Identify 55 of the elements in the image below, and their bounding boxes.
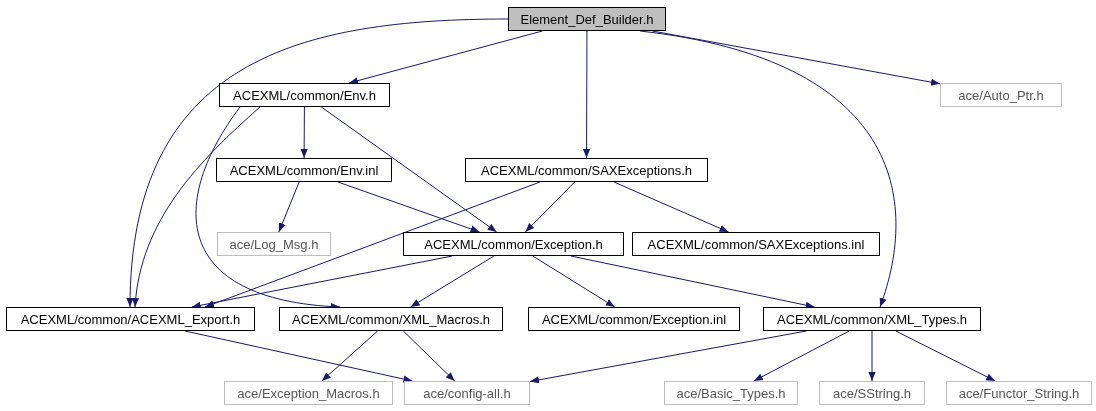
- include-arrow: [204, 181, 541, 308]
- include-arrow: [570, 255, 816, 309]
- file-box: [632, 232, 880, 256]
- file-name: ace/config-all.h: [423, 385, 511, 401]
- include-arrow: [321, 330, 379, 382]
- file-box: [403, 232, 624, 256]
- file-box: [819, 381, 925, 405]
- file-name: ACEXML/common/Env.inl: [229, 162, 379, 178]
- file-box: [940, 83, 1062, 107]
- file-box: [763, 307, 981, 331]
- include-arrow: [532, 255, 616, 308]
- file-name: ace/Functor_String.h: [958, 385, 1080, 401]
- file-box: [219, 83, 390, 107]
- file-name: Element_Def_Builder.h: [520, 11, 654, 27]
- file-name: ACEXML/common/ACEXML_Export.h: [20, 311, 241, 327]
- include-arrow: [753, 330, 850, 382]
- file-name: ace/SString.h: [832, 385, 911, 401]
- file-box: [528, 307, 740, 331]
- include-arrow: [402, 330, 456, 382]
- file-box: [404, 381, 530, 405]
- include-arrow: [300, 106, 308, 159]
- file-name: ace/Exception_Macros.h: [237, 385, 380, 401]
- include-arrow: [613, 181, 729, 233]
- file-box: [217, 232, 331, 256]
- file-name: ACEXML/common/XML_Macros.h: [292, 311, 490, 327]
- include-arrow: [278, 181, 300, 233]
- file-box: [216, 158, 392, 182]
- include-arrow: [126, 18, 509, 308]
- file-box: [465, 158, 708, 182]
- include-arrow: [348, 30, 543, 85]
- file-box: [224, 381, 393, 405]
- file-name: ACEXML/common/SAXExceptions.inl: [647, 236, 865, 252]
- file-box: [508, 7, 666, 31]
- include-arrow: [895, 330, 996, 382]
- file-name: ACEXML/common/Exception.inl: [541, 311, 727, 327]
- include-arrow: [868, 330, 876, 382]
- file-box: [946, 381, 1092, 405]
- file-name: ACEXML/common/Exception.h: [424, 236, 603, 252]
- include-arrow: [582, 30, 591, 159]
- include-arrow: [132, 106, 261, 308]
- include-arrow: [184, 330, 413, 383]
- file-name: ace/Log_Msg.h: [229, 236, 319, 252]
- file-box: [6, 307, 255, 331]
- include-arrow: [320, 106, 498, 233]
- include-arrow: [410, 255, 495, 308]
- file-name: ACEXML/common/SAXExceptions.h: [481, 162, 692, 178]
- file-box: [279, 307, 503, 331]
- file-name: ace/Basic_Types.h: [676, 385, 786, 401]
- file-name: ACEXML/common/Env.h: [233, 87, 376, 103]
- include-arrow: [337, 181, 481, 233]
- include-arrow: [191, 255, 453, 309]
- file-name: ACEXML/common/XML_Types.h: [777, 311, 967, 327]
- file-box: [664, 381, 798, 405]
- file-name: ace/Auto_Ptr.h: [958, 87, 1044, 103]
- include-arrow: [524, 181, 576, 233]
